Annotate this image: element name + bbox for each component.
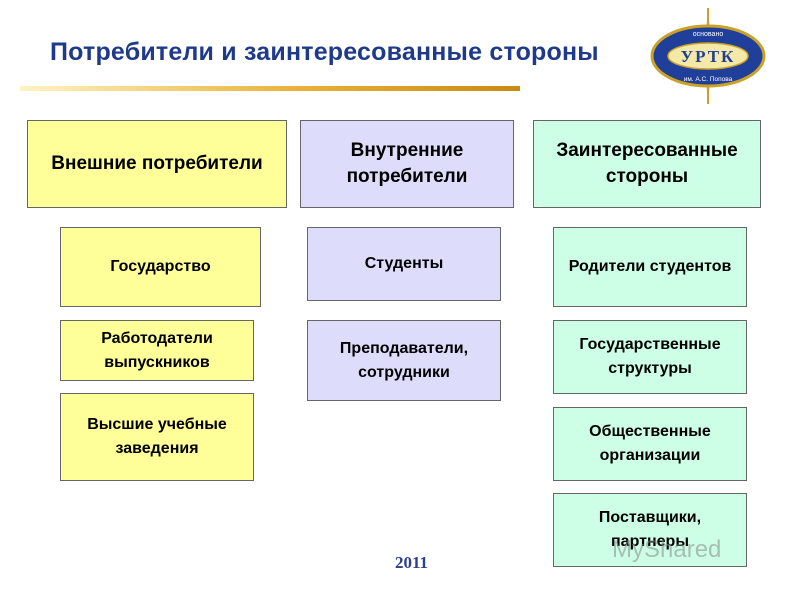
- year-label: 2011: [395, 553, 429, 572]
- urtk-logo-icon: УРТК основано им. А.С. Попова: [650, 8, 766, 104]
- page-title: Потребители и заинтересованные стороны: [50, 38, 599, 66]
- watermark: MyShared: [612, 536, 722, 563]
- title-underline: [20, 86, 520, 91]
- header-external-consumers: Внешние потребители: [27, 120, 287, 208]
- box-parents: Родители студентов: [553, 227, 747, 307]
- box-teachers-staff: Преподаватели, сотрудники: [307, 320, 501, 401]
- box-universities: Высшие учебные заведения: [60, 393, 254, 481]
- logo-text: УРТК: [681, 47, 736, 66]
- logo-ring-bottom: им. А.С. Попова: [684, 76, 733, 83]
- box-employers: Работодатели выпускников: [60, 320, 254, 381]
- logo-ring-top: основано: [693, 31, 724, 38]
- box-government-structures: Государственные структуры: [553, 320, 747, 394]
- box-suppliers-partners: Поставщики, партнеры: [553, 493, 747, 567]
- header-internal-consumers: Внутренние потребители: [300, 120, 514, 208]
- header-stakeholders: Заинтересованные стороны: [533, 120, 761, 208]
- box-students: Студенты: [307, 227, 501, 301]
- box-state: Государство: [60, 227, 261, 307]
- box-public-organizations: Общественные организации: [553, 407, 747, 481]
